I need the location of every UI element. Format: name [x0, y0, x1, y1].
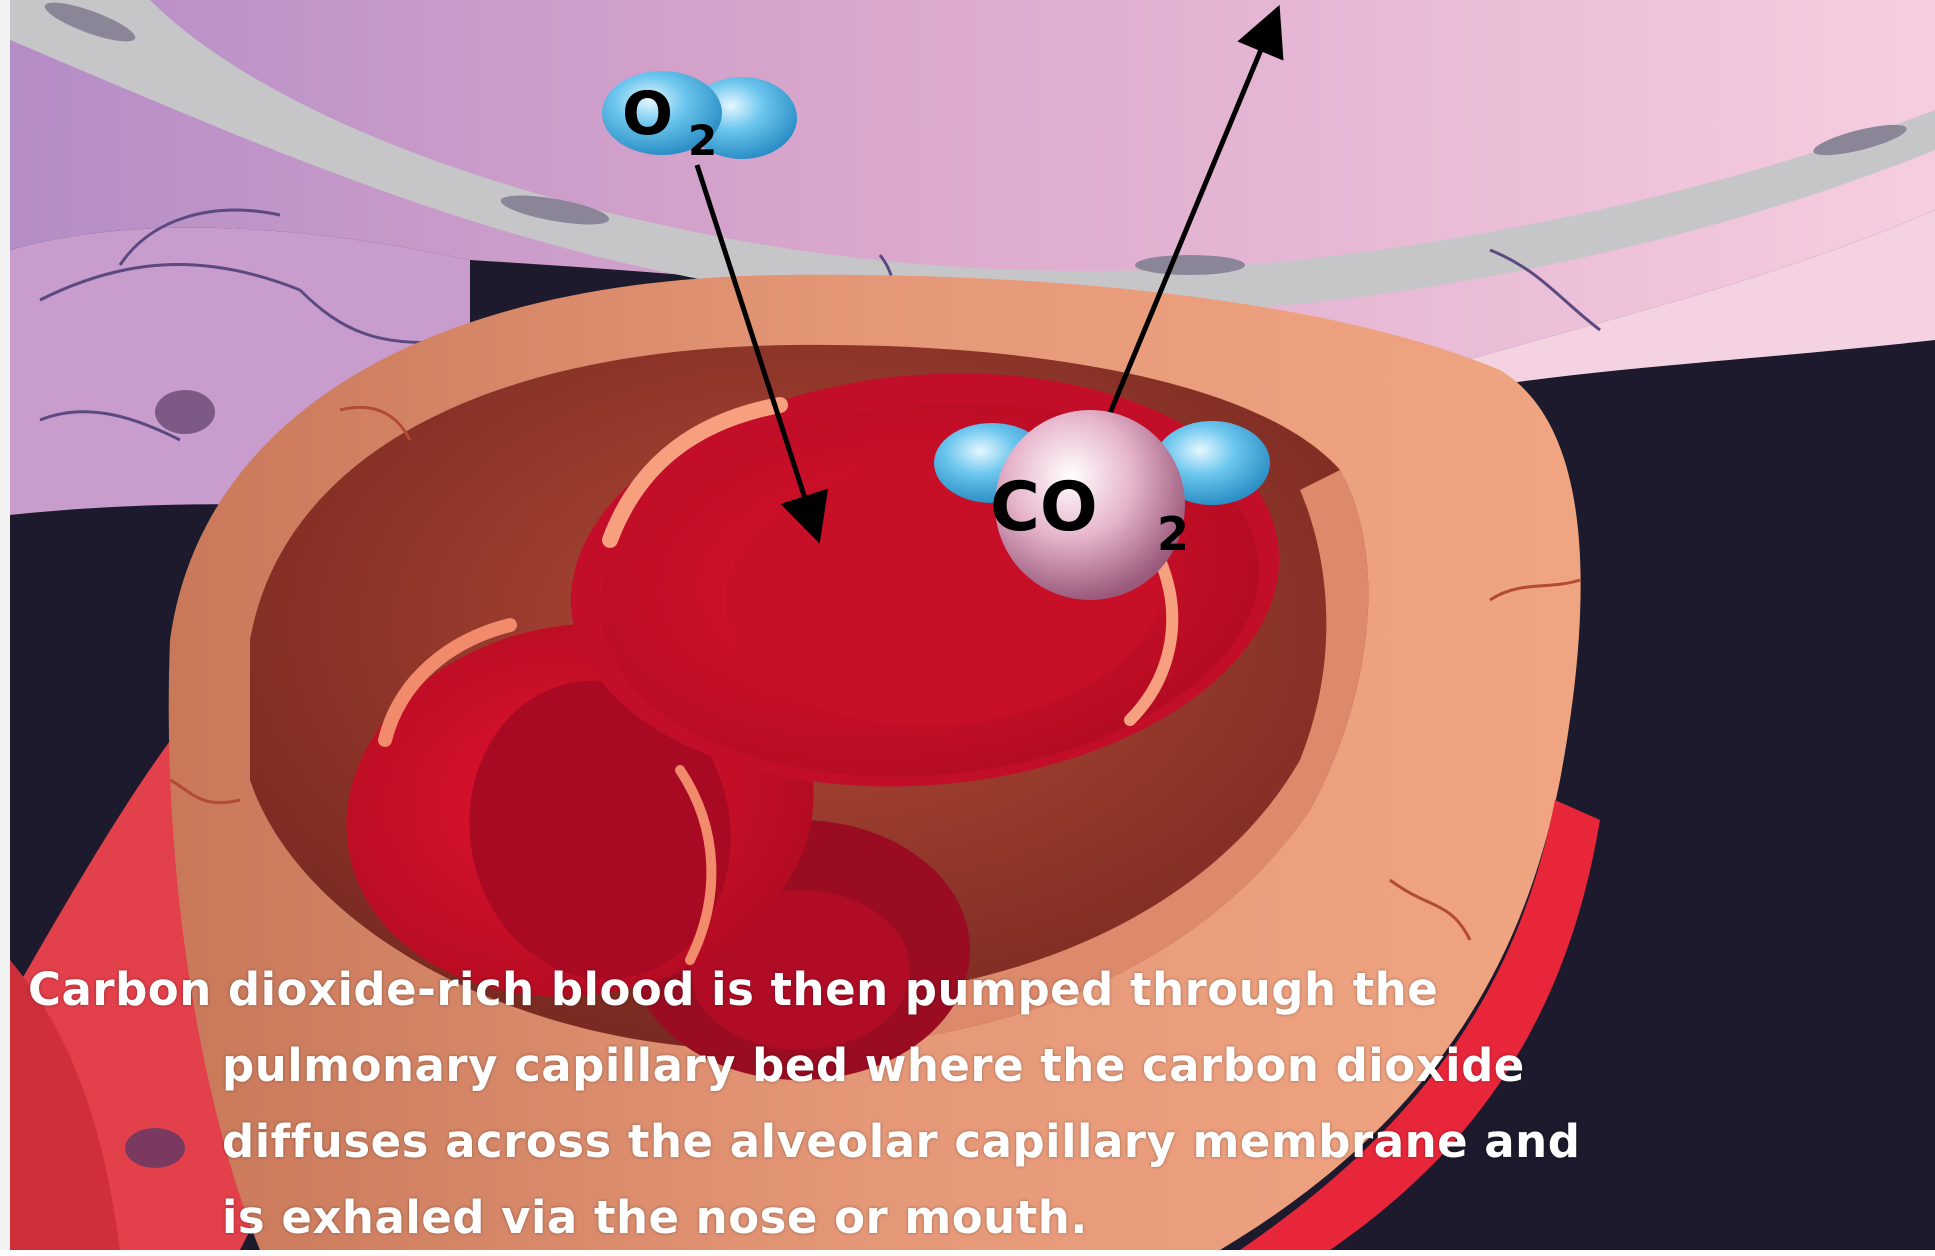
tissue-nucleus: [155, 390, 215, 434]
oxygen-subscript: 2: [688, 116, 717, 165]
membrane-nucleus: [1135, 255, 1245, 275]
carbon-dioxide-subscript: 2: [1157, 507, 1189, 561]
caption-line: diffuses across the alveolar capillary m…: [0, 1104, 1935, 1180]
caption: Carbon dioxide-rich blood is then pumped…: [0, 952, 1935, 1256]
caption-line: pulmonary capillary bed where the carbon…: [0, 1028, 1935, 1104]
carbon-dioxide-label: CO: [990, 468, 1098, 547]
oxygen-label: O: [622, 79, 673, 149]
caption-line: Carbon dioxide-rich blood is then pumped…: [0, 952, 1935, 1028]
caption-line: is exhaled via the nose or mouth.: [0, 1180, 1935, 1256]
